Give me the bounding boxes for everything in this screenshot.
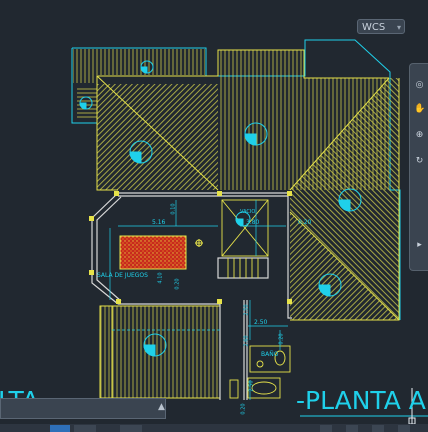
- steering-wheel-icon[interactable]: ◎: [415, 80, 424, 90]
- slope-arrow: [318, 273, 342, 297]
- slope-arrow: [140, 60, 154, 74]
- dim-010: 0.10: [170, 203, 177, 215]
- command-line-input[interactable]: ▲: [0, 398, 166, 419]
- dim-380: 3.80: [246, 219, 260, 226]
- wcs-label: WCS: [362, 22, 386, 33]
- navigation-bar: ◎ ✋ ⊕ ↻ ▸: [409, 63, 428, 271]
- zoom-extents-icon[interactable]: ⊕: [415, 130, 424, 140]
- status-bar: [0, 424, 428, 432]
- status-toggle[interactable]: [372, 425, 384, 432]
- dim-020: 0.20: [278, 333, 285, 345]
- pan-icon[interactable]: ✋: [414, 104, 426, 114]
- status-toggle[interactable]: [398, 425, 410, 432]
- slope-arrow: [235, 211, 251, 227]
- column-markers: [89, 191, 292, 304]
- status-toggle[interactable]: [346, 425, 358, 432]
- dim-250: 2.50: [254, 319, 268, 326]
- chevron-up-icon[interactable]: ▲: [158, 402, 165, 412]
- tab-layout-2[interactable]: [120, 425, 142, 432]
- sheet-title-right: -PLANTA A: [296, 386, 426, 415]
- bath-label: BAÑO: [261, 351, 279, 358]
- dim-020: 0.20: [298, 219, 312, 226]
- slope-arrow: [129, 140, 153, 164]
- dim-516: 5.16: [152, 219, 166, 226]
- dim-250: 2.50: [243, 304, 250, 316]
- slope-arrow: [143, 333, 167, 357]
- dim-260: 2.60: [243, 335, 250, 347]
- chevron-down-icon: ▾: [396, 23, 401, 32]
- void-label: VACIO: [240, 209, 256, 215]
- tab-layout[interactable]: [74, 425, 96, 432]
- status-toggle[interactable]: [320, 425, 332, 432]
- dimension-lines: [109, 200, 288, 400]
- dim-020: 0.20: [240, 403, 247, 415]
- tab-model[interactable]: [50, 425, 70, 432]
- dim-410: 4.10: [157, 272, 164, 284]
- slope-arrow: [338, 188, 362, 212]
- room-label: SALA DE JUEGOS: [97, 272, 148, 279]
- dim-020: 0.20: [174, 278, 181, 290]
- wcs-menu-button[interactable]: WCS ▾: [357, 19, 405, 34]
- showmotion-icon[interactable]: ▸: [417, 240, 422, 250]
- stair-void: [221, 199, 269, 278]
- lamp-symbol: [195, 239, 203, 247]
- slope-arrows: [79, 60, 362, 357]
- dim-250: 2.50: [248, 380, 255, 392]
- bathroom: [229, 345, 291, 399]
- slope-arrow: [79, 96, 93, 110]
- slope-arrow: [244, 122, 268, 146]
- orbit-icon[interactable]: ↻: [415, 156, 424, 166]
- roof-planes: [73, 49, 399, 398]
- game-table: [119, 235, 187, 270]
